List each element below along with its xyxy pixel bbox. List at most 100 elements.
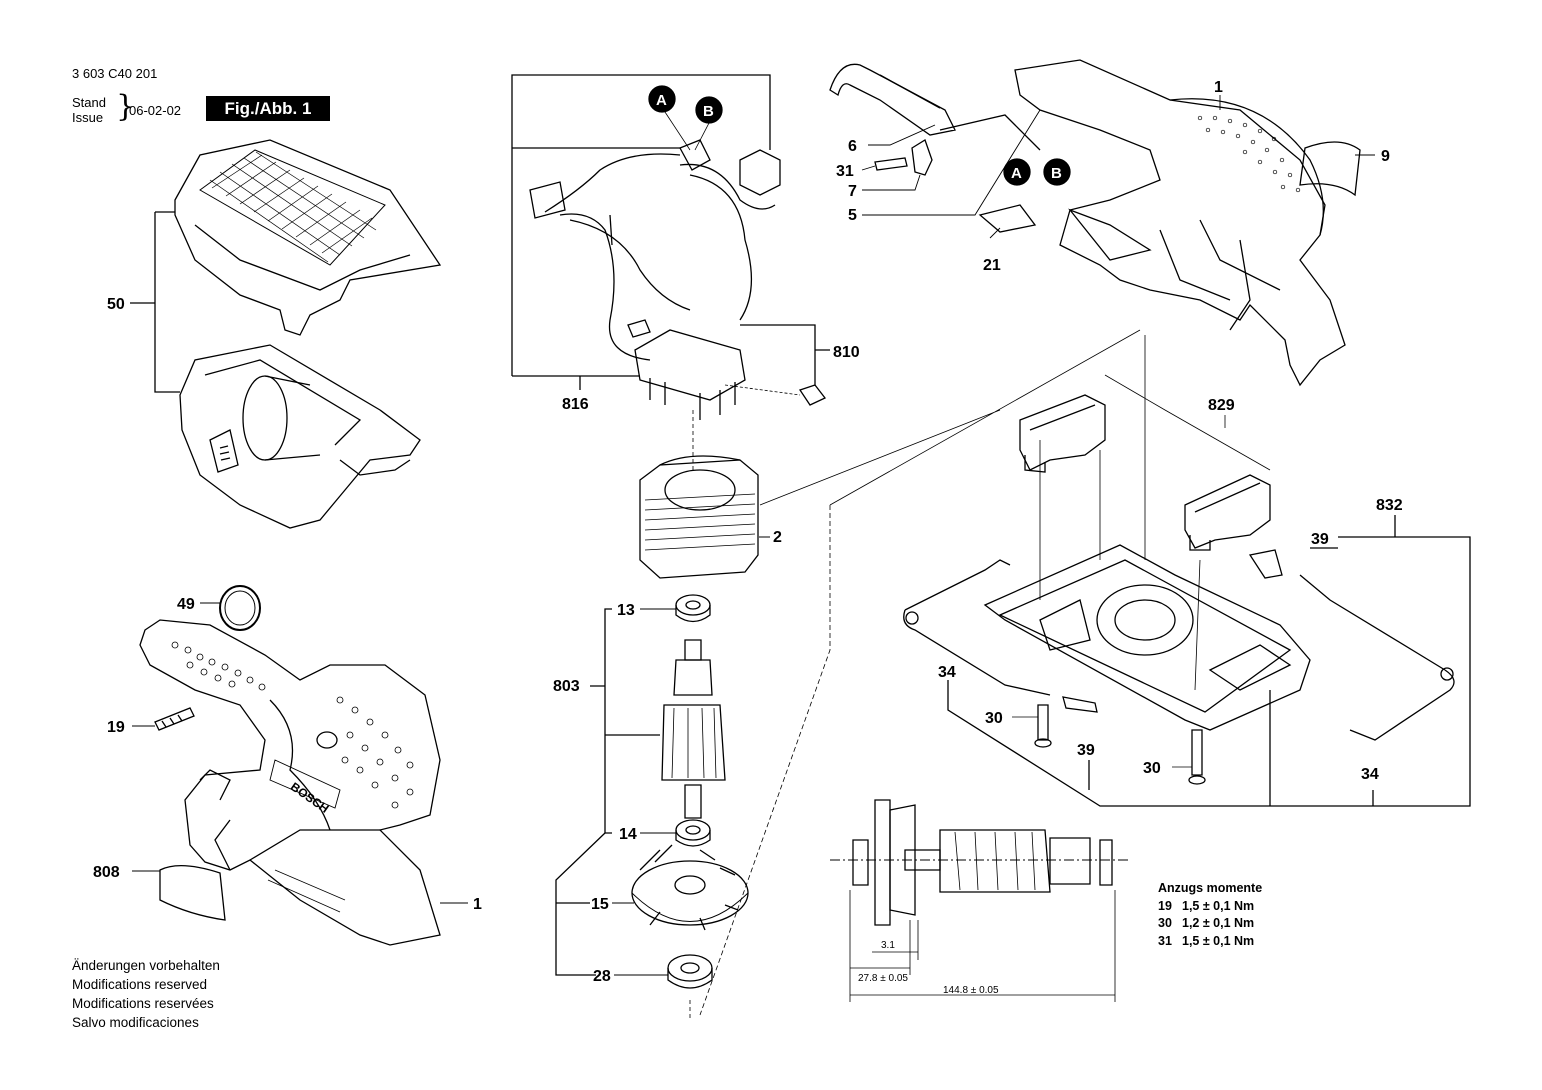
modification-notes: Änderungen vorbehalten Modifications res… bbox=[72, 956, 220, 1032]
torque-value: 1,5 ± 0,1 Nm bbox=[1182, 933, 1255, 948]
bearing-14 bbox=[675, 819, 711, 847]
motor-leaders bbox=[612, 536, 770, 976]
torque-title: Anzugs momente bbox=[1158, 881, 1263, 895]
part-number: 803 bbox=[553, 678, 580, 695]
part-number: 49 bbox=[177, 596, 195, 613]
part-number: 39 bbox=[1077, 742, 1095, 759]
leader-829 bbox=[1104, 374, 1271, 471]
badge-b-2 bbox=[1043, 158, 1071, 186]
note-de: Änderungen vorbehalten bbox=[72, 958, 220, 973]
bearing-28 bbox=[667, 954, 713, 989]
issue-label: Issue bbox=[72, 110, 104, 125]
part-number: 832 bbox=[1376, 497, 1403, 514]
part-number: 15 bbox=[591, 896, 609, 913]
note-en: Modifications reserved bbox=[72, 977, 208, 992]
brace-glyph: } bbox=[116, 89, 136, 124]
armature bbox=[661, 639, 726, 819]
part-number: 5 bbox=[848, 207, 857, 224]
part-number: 816 bbox=[562, 396, 589, 413]
part-numbers: 1 9 6 31 7 5 21 50 810 816 829 832 2 39 … bbox=[93, 79, 1403, 985]
torque-part: 19 bbox=[1158, 898, 1172, 913]
tab-39-upper bbox=[1248, 549, 1283, 579]
bracket-810 bbox=[740, 324, 830, 385]
capacitor-810 bbox=[798, 384, 827, 406]
vent-dots bbox=[171, 641, 414, 809]
part-number: 829 bbox=[1208, 397, 1235, 414]
dimension-lines bbox=[849, 890, 1116, 1002]
part-number: 1 bbox=[473, 896, 482, 913]
tab-39-lower bbox=[1062, 696, 1098, 713]
figure-label: Fig./Abb. 1 bbox=[206, 96, 330, 121]
bearing-13 bbox=[675, 594, 711, 623]
arrow-ribbon-9 bbox=[1299, 141, 1361, 197]
badge-leaders-1 bbox=[664, 111, 710, 151]
leader-810 bbox=[724, 384, 801, 396]
part-number: 2 bbox=[773, 529, 782, 546]
stand-issue-labels: Stand Issue bbox=[72, 95, 106, 125]
badge-a-1 bbox=[648, 85, 676, 113]
stand-label: Stand bbox=[72, 95, 106, 110]
part-number: 14 bbox=[619, 826, 637, 843]
base-leaders bbox=[1012, 335, 1201, 768]
screw-30-b bbox=[1188, 729, 1206, 785]
torque-value: 1,5 ± 0,1 Nm bbox=[1182, 898, 1255, 913]
armature-section bbox=[830, 799, 1130, 926]
o-ring bbox=[219, 585, 261, 631]
base-plate bbox=[983, 544, 1311, 731]
screw-19 bbox=[154, 707, 195, 731]
part-number: 21 bbox=[983, 257, 1001, 274]
part-number: 13 bbox=[617, 602, 635, 619]
part-number: 34 bbox=[1361, 766, 1379, 783]
base-brackets bbox=[947, 515, 1471, 807]
fan-15 bbox=[631, 844, 749, 931]
part-number: 19 bbox=[107, 719, 125, 736]
top-leaders bbox=[861, 95, 1375, 239]
housing-brand-label: BOSCH bbox=[288, 780, 332, 816]
callout-leaders bbox=[132, 602, 468, 904]
part-number: 6 bbox=[848, 138, 857, 155]
arrow-ribbon-808 bbox=[159, 865, 226, 921]
bracket-816-top bbox=[511, 74, 771, 376]
part-number: 808 bbox=[93, 864, 120, 881]
issue-date: 06-02-02 bbox=[129, 103, 182, 118]
top-vent-dots bbox=[1197, 115, 1301, 193]
badge-b-2-label: B bbox=[1051, 165, 1062, 182]
badge-a-2 bbox=[1003, 158, 1031, 186]
part-number: 28 bbox=[593, 968, 611, 985]
part-number: 34 bbox=[938, 664, 956, 681]
filter-grid bbox=[209, 151, 377, 263]
torque-row: 30 1,2 ± 0,1 Nm bbox=[1158, 915, 1262, 933]
dim-label-3: 144.8 ± 0.05 bbox=[943, 985, 999, 996]
part-number: 39 bbox=[1311, 531, 1329, 548]
clamp-829-a bbox=[1019, 394, 1106, 473]
o-ring-inner bbox=[224, 590, 256, 626]
drawing-number: 3 603 C40 201 bbox=[72, 66, 158, 81]
screw-30-a bbox=[1034, 704, 1052, 748]
note-fr: Modifications reservées bbox=[72, 996, 214, 1011]
clamp-829-b bbox=[1184, 474, 1271, 551]
part-number: 30 bbox=[1143, 760, 1161, 777]
clamp-wire-right bbox=[1299, 574, 1455, 741]
part-number: 7 bbox=[848, 183, 857, 200]
torque-row: 19 1,5 ± 0,1 Nm bbox=[1158, 898, 1262, 916]
torque-part: 30 bbox=[1158, 916, 1172, 930]
part-number: 9 bbox=[1381, 148, 1390, 165]
dust-box-lid bbox=[174, 139, 442, 336]
torque-table: Anzugs momente 19 1,5 ± 0,1 Nm 30 1,2 ± 0,… bbox=[1158, 880, 1262, 950]
guide-lines-upper bbox=[759, 329, 1141, 506]
badge-a-1-label: A bbox=[656, 92, 667, 109]
switch-board bbox=[627, 319, 746, 420]
note-es: Salvo modificaciones bbox=[72, 1015, 199, 1030]
guide-line-lower bbox=[699, 505, 831, 1016]
torque-value: 1,2 ± 0,1 Nm bbox=[1182, 916, 1255, 930]
part-number: 50 bbox=[107, 296, 125, 313]
badge-b-1-label: B bbox=[703, 103, 714, 120]
dust-box-container bbox=[179, 344, 421, 529]
part-number: 31 bbox=[836, 163, 854, 180]
cord-guard bbox=[829, 63, 956, 136]
clamp-wire-left bbox=[903, 559, 1051, 696]
part-number: 1 bbox=[1214, 79, 1223, 96]
wiring-harness bbox=[529, 139, 781, 361]
bracket-motor-group bbox=[555, 832, 606, 976]
